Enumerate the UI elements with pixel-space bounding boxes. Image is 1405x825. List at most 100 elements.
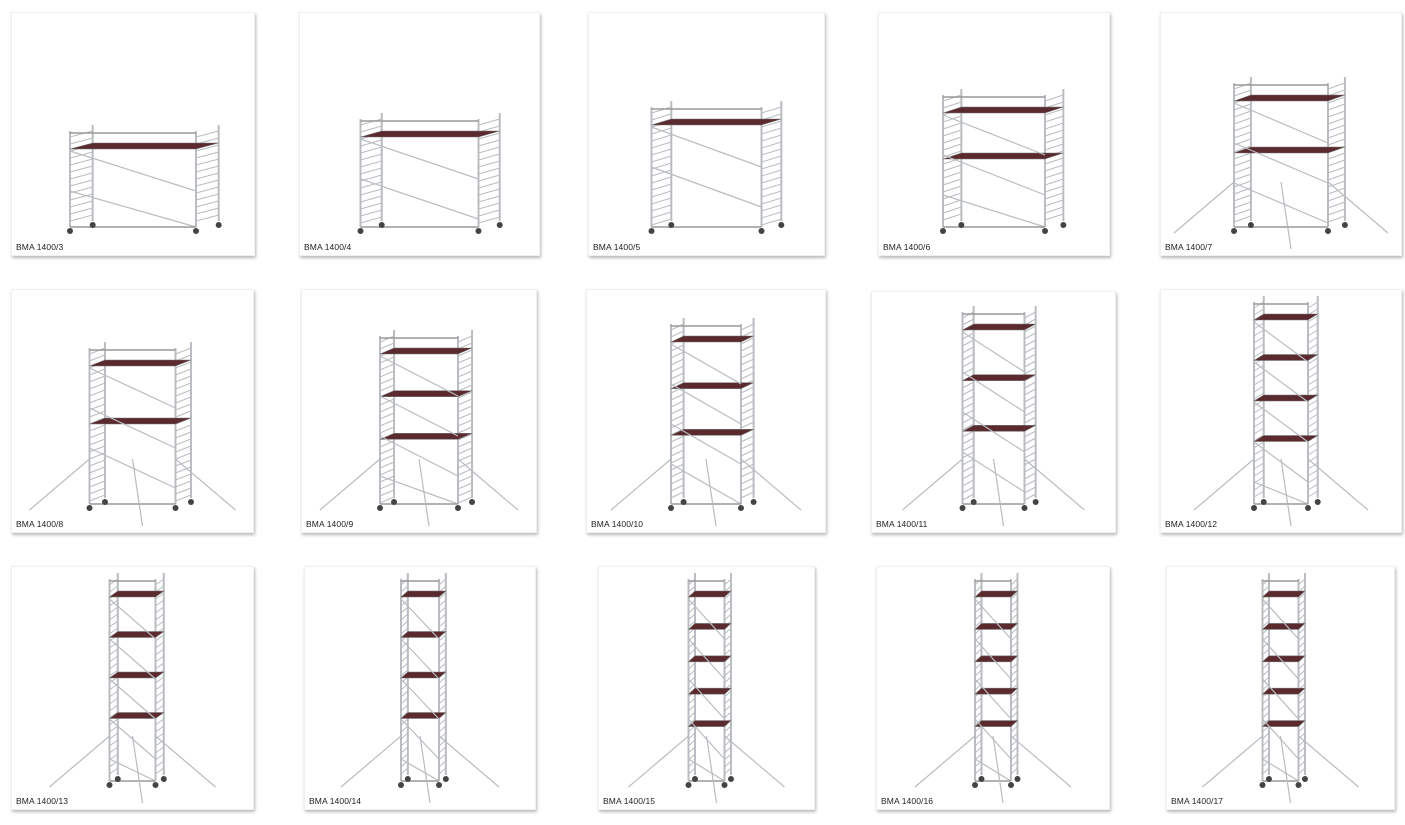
brace bbox=[400, 678, 440, 720]
product-card[interactable]: BMA 1400/7 bbox=[1160, 12, 1402, 256]
wheel-icon bbox=[1042, 228, 1048, 234]
rung bbox=[438, 606, 447, 614]
product-label[interactable]: BMA 1400/4 bbox=[304, 242, 352, 252]
rung bbox=[1253, 427, 1264, 435]
product-label[interactable]: BMA 1400/7 bbox=[1165, 242, 1213, 252]
brace bbox=[651, 166, 762, 208]
rung bbox=[89, 347, 106, 355]
rung bbox=[761, 218, 782, 226]
product-card[interactable]: BMA 1400/16 bbox=[876, 566, 1110, 810]
product-label[interactable]: BMA 1400/17 bbox=[1171, 796, 1224, 806]
product-label[interactable]: BMA 1400/16 bbox=[881, 796, 934, 806]
stabiliser bbox=[740, 458, 802, 511]
rung bbox=[155, 606, 165, 614]
product-label[interactable]: BMA 1400/9 bbox=[306, 519, 354, 529]
product-label[interactable]: BMA 1400/15 bbox=[603, 796, 656, 806]
rung bbox=[740, 477, 754, 485]
rung bbox=[688, 669, 696, 677]
brace bbox=[670, 463, 742, 505]
rung bbox=[457, 377, 473, 385]
product-label[interactable]: BMA 1400/5 bbox=[593, 242, 641, 252]
rung bbox=[1010, 725, 1018, 733]
rung bbox=[1233, 82, 1252, 90]
rung bbox=[974, 662, 982, 670]
product-card[interactable]: BMA 1400/3 bbox=[11, 12, 255, 256]
product-label[interactable]: BMA 1400/6 bbox=[883, 242, 931, 252]
rung bbox=[438, 620, 447, 628]
rung bbox=[195, 186, 219, 194]
product-card[interactable]: BMA 1400/6 bbox=[878, 12, 1110, 256]
product-label[interactable]: BMA 1400/13 bbox=[16, 796, 69, 806]
stabiliser bbox=[705, 458, 717, 527]
rung bbox=[1298, 599, 1306, 607]
rung bbox=[69, 130, 93, 138]
brace bbox=[942, 194, 1046, 228]
product-card[interactable]: BMA 1400/12 bbox=[1160, 289, 1402, 533]
wheel-icon bbox=[475, 228, 482, 234]
stabiliser bbox=[419, 735, 431, 804]
brace bbox=[379, 395, 459, 437]
product-card[interactable]: BMA 1400/9 bbox=[301, 289, 537, 533]
brace bbox=[1262, 678, 1299, 720]
rung bbox=[724, 648, 732, 656]
rung bbox=[1262, 613, 1270, 621]
rung bbox=[155, 704, 165, 712]
platform bbox=[108, 712, 165, 719]
rung bbox=[438, 725, 447, 733]
product-label[interactable]: BMA 1400/3 bbox=[16, 242, 64, 252]
product-label[interactable]: BMA 1400/12 bbox=[1165, 519, 1218, 529]
product-card[interactable]: BMA 1400/5 bbox=[588, 12, 825, 256]
rung bbox=[1253, 413, 1264, 421]
rung bbox=[360, 181, 382, 189]
rung bbox=[175, 389, 192, 397]
product-card[interactable]: BMA 1400/4 bbox=[299, 12, 540, 256]
product-card[interactable]: BMA 1400/15 bbox=[598, 566, 815, 810]
product-label[interactable]: BMA 1400/8 bbox=[16, 519, 64, 529]
rung bbox=[740, 421, 754, 429]
product-label[interactable]: BMA 1400/14 bbox=[309, 796, 362, 806]
brace bbox=[109, 758, 156, 782]
stabiliser bbox=[438, 735, 500, 788]
rung bbox=[1253, 350, 1264, 358]
rung bbox=[962, 409, 974, 417]
rung bbox=[1307, 406, 1318, 414]
scaffold-image bbox=[940, 89, 1067, 234]
rung bbox=[89, 473, 106, 481]
rung bbox=[1307, 336, 1318, 344]
rung bbox=[1253, 476, 1264, 484]
brace bbox=[670, 383, 742, 425]
product-label[interactable]: BMA 1400/10 bbox=[591, 519, 644, 529]
rung bbox=[1253, 462, 1264, 470]
rung bbox=[360, 209, 382, 217]
stabiliser bbox=[175, 458, 236, 511]
rung bbox=[175, 368, 192, 376]
brace bbox=[688, 678, 725, 720]
scaffold-image bbox=[1202, 573, 1359, 804]
rung bbox=[175, 431, 192, 439]
rung bbox=[1253, 469, 1264, 477]
rung bbox=[688, 739, 696, 747]
platform bbox=[942, 106, 1064, 114]
rung bbox=[1010, 753, 1018, 761]
product-card[interactable]: BMA 1400/17 bbox=[1166, 566, 1395, 810]
product-card[interactable]: BMA 1400/10 bbox=[586, 289, 826, 533]
product-card[interactable]: BMA 1400/14 bbox=[304, 566, 536, 810]
rung bbox=[688, 620, 696, 628]
rung bbox=[438, 767, 447, 775]
wheel-icon bbox=[1295, 782, 1302, 788]
rung bbox=[438, 634, 447, 642]
rung bbox=[1010, 704, 1018, 712]
wheel-icon bbox=[436, 782, 442, 788]
product-card[interactable]: BMA 1400/13 bbox=[11, 566, 254, 810]
rung bbox=[962, 318, 974, 326]
product-card[interactable]: BMA 1400/8 bbox=[11, 289, 254, 533]
rung bbox=[1024, 409, 1036, 417]
rung bbox=[962, 381, 974, 389]
rung bbox=[670, 365, 684, 373]
rung bbox=[1262, 704, 1270, 712]
rung bbox=[457, 433, 473, 441]
product-card[interactable]: BMA 1400/11 bbox=[871, 291, 1116, 533]
rung bbox=[379, 370, 395, 378]
brace bbox=[109, 598, 156, 640]
product-label[interactable]: BMA 1400/11 bbox=[876, 519, 928, 529]
